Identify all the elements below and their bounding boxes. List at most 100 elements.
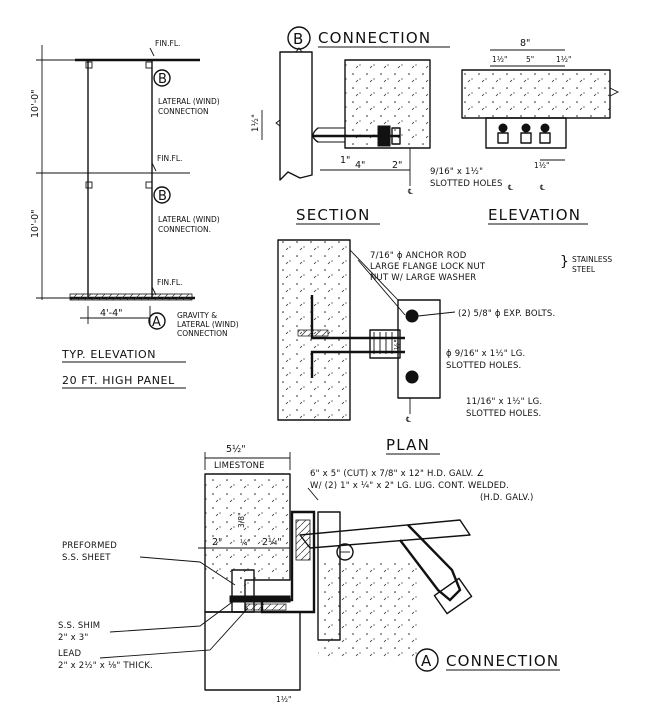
plan-slotted-2a: 11/16" x 1½" LG. — [466, 397, 542, 407]
svg-text:℄: ℄ — [540, 183, 545, 192]
height-lower: 10'-0" — [30, 209, 41, 238]
gravity-2: LATERAL (WIND) — [177, 320, 239, 329]
a-preformed-sheet — [231, 569, 255, 613]
a-dim-vert: 3/8" — [237, 512, 246, 528]
svg-text:B: B — [158, 189, 167, 204]
svg-text:℄: ℄ — [408, 187, 413, 196]
a-preformed-2: S.S. SHEET — [62, 553, 111, 563]
plan-slotted-1b: SLOTTED HOLES. — [446, 361, 521, 371]
plan-slotted-1a: ϕ 9/16" x 1½" LG. — [446, 349, 525, 359]
fin-fl-top: FIN.FL. — [155, 39, 180, 48]
svg-text:℄: ℄ — [406, 415, 411, 424]
conn-mark — [145, 181, 153, 189]
marker-a-title — [415, 648, 439, 672]
a-dim-2: 2" — [212, 537, 222, 548]
plan-slotted-2b: SLOTTED HOLES. — [466, 409, 541, 419]
height-upper: 10'-0" — [30, 89, 41, 118]
elev-d1: 1½" — [492, 55, 508, 64]
plan-callout-1: 7/16" ϕ ANCHOR ROD — [370, 251, 467, 261]
a-shim — [229, 595, 291, 603]
a-preformed-1: PREFORMED — [62, 541, 117, 551]
typical-elevation: 10'-0" 10'-0" FIN.FL. FIN.FL. FIN.FL. B … — [30, 39, 239, 389]
plan-dim-half: ½" — [393, 339, 402, 350]
a-connection-title: CONNECTION — [446, 652, 559, 670]
gravity-3: CONNECTION — [177, 329, 228, 338]
a-bolt-rod — [299, 519, 471, 549]
panel-width: 4'-4" — [100, 308, 123, 319]
elev-bolt — [539, 123, 551, 144]
plan-stainless-1: STAINLESS — [572, 255, 612, 264]
plan-callout-3: NUT W/ LARGE WASHER — [370, 273, 476, 283]
a-angle-3: (H.D. GALV.) — [480, 493, 534, 503]
marker-a-elevation — [148, 312, 166, 330]
plan-title: PLAN — [386, 436, 430, 454]
b-connection-section: B CONNECTION 1½" 1" 4" 2" ℄ 9/16" x 1½" … — [251, 26, 503, 225]
lateral-upper-1: LATERAL (WIND) — [158, 97, 220, 106]
a-lower-panel — [204, 611, 301, 691]
slab-bottom — [69, 293, 193, 301]
plan-view: 7/16" ϕ ANCHOR ROD LARGE FLANGE LOCK NUT… — [277, 239, 612, 455]
conn-mark — [85, 61, 93, 69]
a-shim-2: 2" x 3" — [58, 633, 88, 643]
a-lead-1: LEAD — [58, 649, 82, 659]
a-lead — [245, 603, 287, 611]
elevation-label: ELEVATION — [488, 206, 581, 224]
svg-text:B: B — [158, 72, 167, 87]
a-limestone: LIMESTONE — [214, 461, 265, 471]
plan-callout-2: LARGE FLANGE LOCK NUT — [370, 262, 486, 272]
a-angle-2: W/ (2) 1" x ¼" x 2" LG. LUG. CONT. WELDE… — [310, 481, 509, 491]
a-dim-quarter: ¼" — [240, 538, 251, 547]
panel-outline — [87, 59, 153, 299]
b-connection-title: CONNECTION — [318, 29, 431, 47]
elev-bolt — [497, 123, 509, 144]
a-steel-angle — [260, 510, 316, 614]
caption-panel-height: 20 FT. HIGH PANEL — [62, 374, 175, 387]
svg-text:A: A — [152, 315, 161, 330]
section-panel — [279, 51, 313, 181]
b-dim-vert: 1½" — [251, 114, 261, 132]
plan-bolts: (2) 5/8" ϕ EXP. BOLTS. — [458, 309, 555, 319]
lateral-lower-1: LATERAL (WIND) — [158, 215, 220, 224]
svg-text:B: B — [293, 30, 303, 48]
a-lead-2: 2" x 2½" x ⅛" THICK. — [58, 661, 153, 671]
marker-b-upper — [153, 69, 171, 87]
lateral-lower-2: CONNECTION. — [158, 225, 211, 234]
elev-bolt — [520, 123, 532, 144]
b-slotted-2: SLOTTED HOLES — [430, 179, 503, 189]
conn-mark — [145, 61, 153, 69]
a-anchor-sleeve — [399, 524, 462, 602]
fin-fl-bot: FIN.FL. — [157, 278, 182, 287]
a-width: 5½" — [226, 444, 246, 455]
a-connection: 5½" LIMESTONE 6" x 5" (CUT) x 7/8" x 12"… — [58, 444, 560, 704]
b-dim-2: 2" — [392, 160, 402, 171]
b-slotted-1: 9/16" x 1½" — [430, 167, 483, 177]
b-dim-1: 1" — [340, 155, 350, 166]
b-dim-4: 4" — [355, 160, 365, 171]
a-shim-1: S.S. SHIM — [58, 621, 100, 631]
svg-text:}: } — [560, 254, 569, 270]
plan-angle — [397, 299, 441, 399]
elev-width: 8" — [520, 38, 530, 49]
marker-b-lower — [153, 186, 171, 204]
a-dim-bottom: 1½" — [276, 695, 292, 704]
conn-mark — [85, 181, 93, 189]
svg-text:A: A — [421, 652, 432, 670]
section-nut — [377, 125, 391, 147]
svg-text:℄: ℄ — [508, 183, 513, 192]
caption-typ-elevation: TYP. ELEVATION — [61, 348, 156, 361]
marker-b-title — [287, 26, 311, 50]
a-dim-2q: 2¼" — [262, 537, 282, 548]
lateral-upper-2: CONNECTION — [158, 107, 209, 116]
elev-d3: 1½" — [556, 55, 572, 64]
fin-fl-mid: FIN.FL. — [157, 154, 182, 163]
elev-d4: 1½" — [534, 161, 550, 170]
plan-stainless-2: STEEL — [572, 265, 596, 274]
b-connection-elevation: 8" 1½" 5" 1½" 1½" ℄ ℄ ELEVATION — [461, 38, 620, 225]
a-washer — [336, 543, 354, 561]
a-angle-1: 6" x 5" (CUT) x 7/8" x 12" H.D. GALV. ∠ — [310, 469, 484, 479]
elev-plate — [485, 117, 567, 149]
section-label: SECTION — [296, 206, 371, 224]
elev-d2: 5" — [526, 55, 534, 64]
